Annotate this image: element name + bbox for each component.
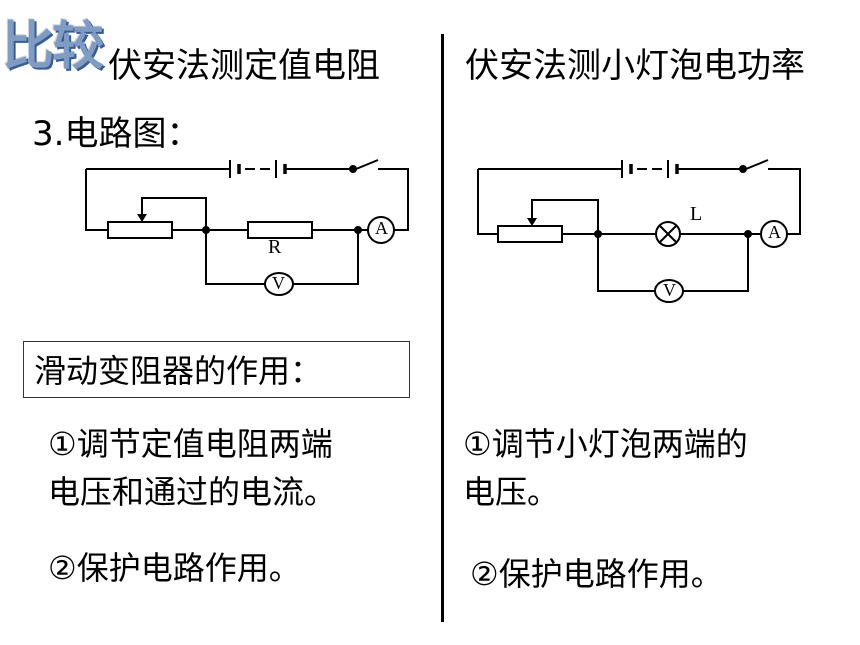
column-divider	[441, 34, 444, 622]
voltmeter-label: V	[663, 280, 676, 300]
rheostat	[497, 199, 599, 243]
right-item1-line1: ①调节小灯泡两端的	[463, 425, 748, 463]
left-item1-line1: ①调节定值电阻两端	[48, 425, 333, 463]
voltmeter-branch	[597, 234, 749, 303]
left-item2: ②保护电路作用。	[48, 549, 301, 587]
right-main-loop	[477, 159, 801, 235]
section-heading: 3.电路图：	[32, 114, 201, 154]
ammeter	[367, 216, 395, 244]
right-title: 伏安法测小灯泡电功率	[465, 46, 805, 86]
left-item1-line2: 电压和通过的电流。	[48, 473, 337, 511]
resistor-label: R	[268, 236, 282, 258]
compare-badge: 比较	[2, 17, 104, 77]
ammeter-label: A	[375, 218, 388, 238]
voltmeter-branch	[205, 230, 359, 296]
right-circuit-diagram	[477, 159, 801, 303]
ammeter	[760, 220, 788, 248]
rheostat-role-title: 滑动变阻器的作用：	[34, 352, 323, 390]
resistor-r	[206, 221, 368, 239]
lamp-label: L	[690, 203, 703, 225]
lamp-l	[598, 221, 760, 247]
voltmeter-label: V	[272, 273, 285, 293]
left-title: 伏安法测定值电阻	[108, 46, 380, 86]
right-item1-line2: 电压。	[463, 473, 560, 511]
left-circuit-diagram	[85, 159, 409, 296]
rheostat-role-box	[23, 341, 410, 398]
right-item2: ②保护电路作用。	[470, 555, 723, 593]
ammeter-label: A	[768, 222, 781, 242]
rheostat	[107, 197, 207, 239]
left-main-loop	[85, 159, 409, 231]
